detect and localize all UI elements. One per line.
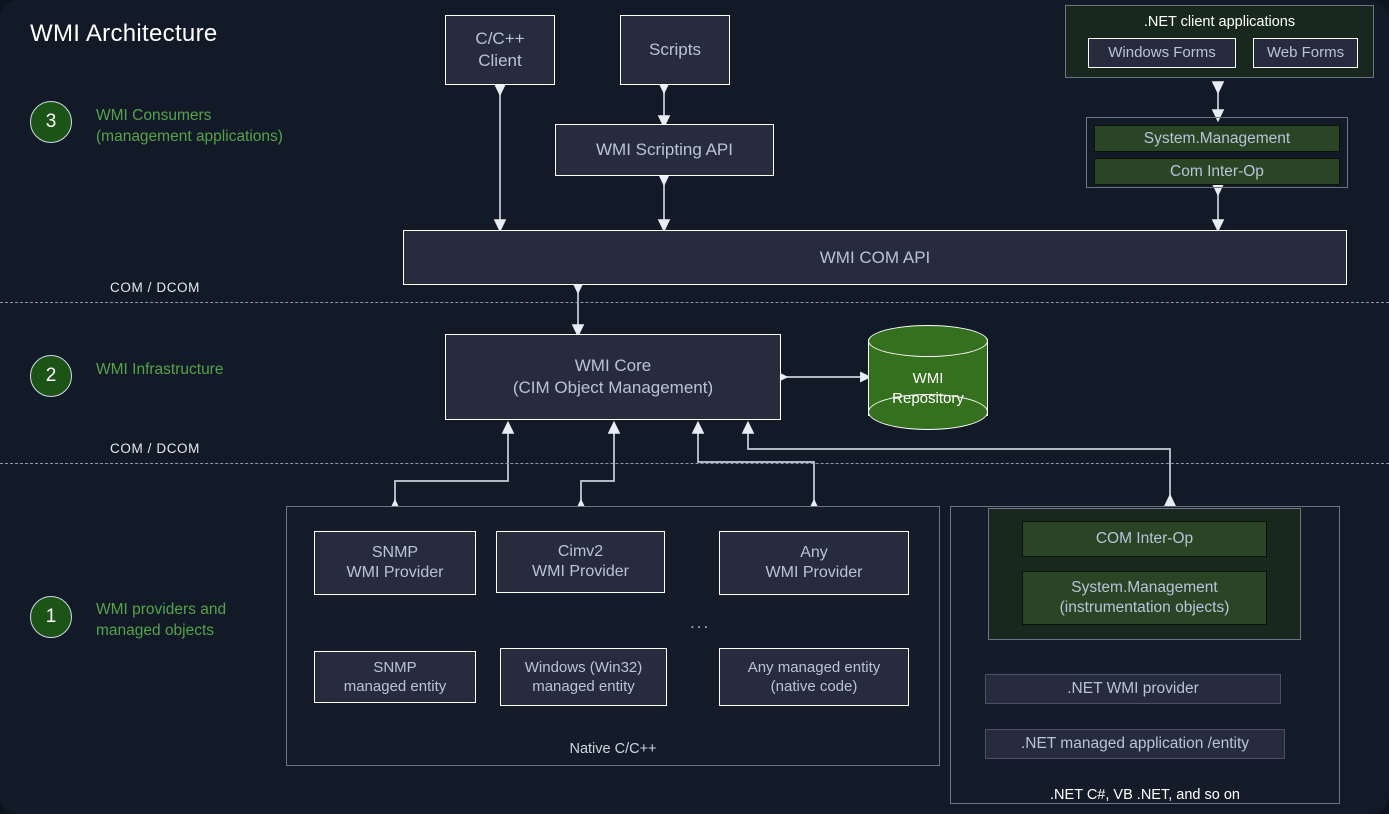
native-container-caption: Native C/C++ [569,741,657,757]
dotnet-container-caption: .NET C#, VB .NET, and so on [1050,787,1240,803]
separator-label-com-dcom-top: COM / DCOM [110,280,200,295]
node-snmp-managed-entity[interactable]: SNMP managed entity [314,651,476,703]
node-com-interop-bottom[interactable]: COM Inter-Op [1022,521,1267,557]
node-dotnet-managed-application[interactable]: .NET managed application /entity [985,729,1285,759]
node-cpp-client[interactable]: C/C++ Client [445,15,555,85]
layer-badge-3: 3 [30,101,72,143]
layer-label-consumers: WMI Consumers (management applications) [96,107,283,145]
layer-separator-bottom [0,463,1389,464]
node-any-managed-entity[interactable]: Any managed entity (native code) [719,648,909,706]
node-system-management-instrumentation[interactable]: System.Management (instrumentation objec… [1022,571,1267,625]
node-scripts[interactable]: Scripts [620,15,730,85]
separator-label-com-dcom-bottom: COM / DCOM [110,441,200,456]
providers-ellipsis: ... [690,613,711,632]
layer-badge-2: 2 [30,355,72,397]
node-snmp-wmi-provider[interactable]: SNMP WMI Provider [314,531,476,595]
layer-badge-1: 1 [30,596,72,638]
node-wmi-scripting-api[interactable]: WMI Scripting API [555,124,774,176]
arrow-wmi-core-to-cimv2-provider [574,420,621,512]
node-cimv2-wmi-provider[interactable]: Cimv2 WMI Provider [496,531,665,593]
page-title: WMI Architecture [30,20,218,47]
node-windows-forms[interactable]: Windows Forms [1088,38,1236,68]
arrow-wmi-core-to-any-provider [691,420,821,512]
layer-label-infrastructure: WMI Infrastructure [96,361,224,378]
layer-separator-top [0,302,1389,303]
node-wmi-com-api[interactable]: WMI COM API [403,230,1347,285]
node-windows-managed-entity[interactable]: Windows (Win32) managed entity [500,648,667,706]
dotnet-clients-caption: .NET client applications [1143,14,1296,30]
node-wmi-core[interactable]: WMI Core (CIM Object Management) [445,334,781,420]
arrow-wmi-core-to-snmp-provider [388,420,515,512]
node-system-management[interactable]: System.Management [1094,125,1340,152]
node-wmi-repository[interactable]: WMI Repository [868,325,988,430]
node-any-wmi-provider[interactable]: Any WMI Provider [719,531,909,595]
container-dotnet-interop [1086,117,1348,188]
node-dotnet-wmi-provider[interactable]: .NET WMI provider [985,674,1281,704]
cylinder-top-icon [868,325,988,357]
node-com-interop[interactable]: Com Inter-Op [1094,158,1340,185]
wmi-repository-label: WMI Repository [892,370,964,407]
node-web-forms[interactable]: Web Forms [1253,38,1358,68]
layer-label-providers: WMI providers and managed objects [96,601,227,639]
